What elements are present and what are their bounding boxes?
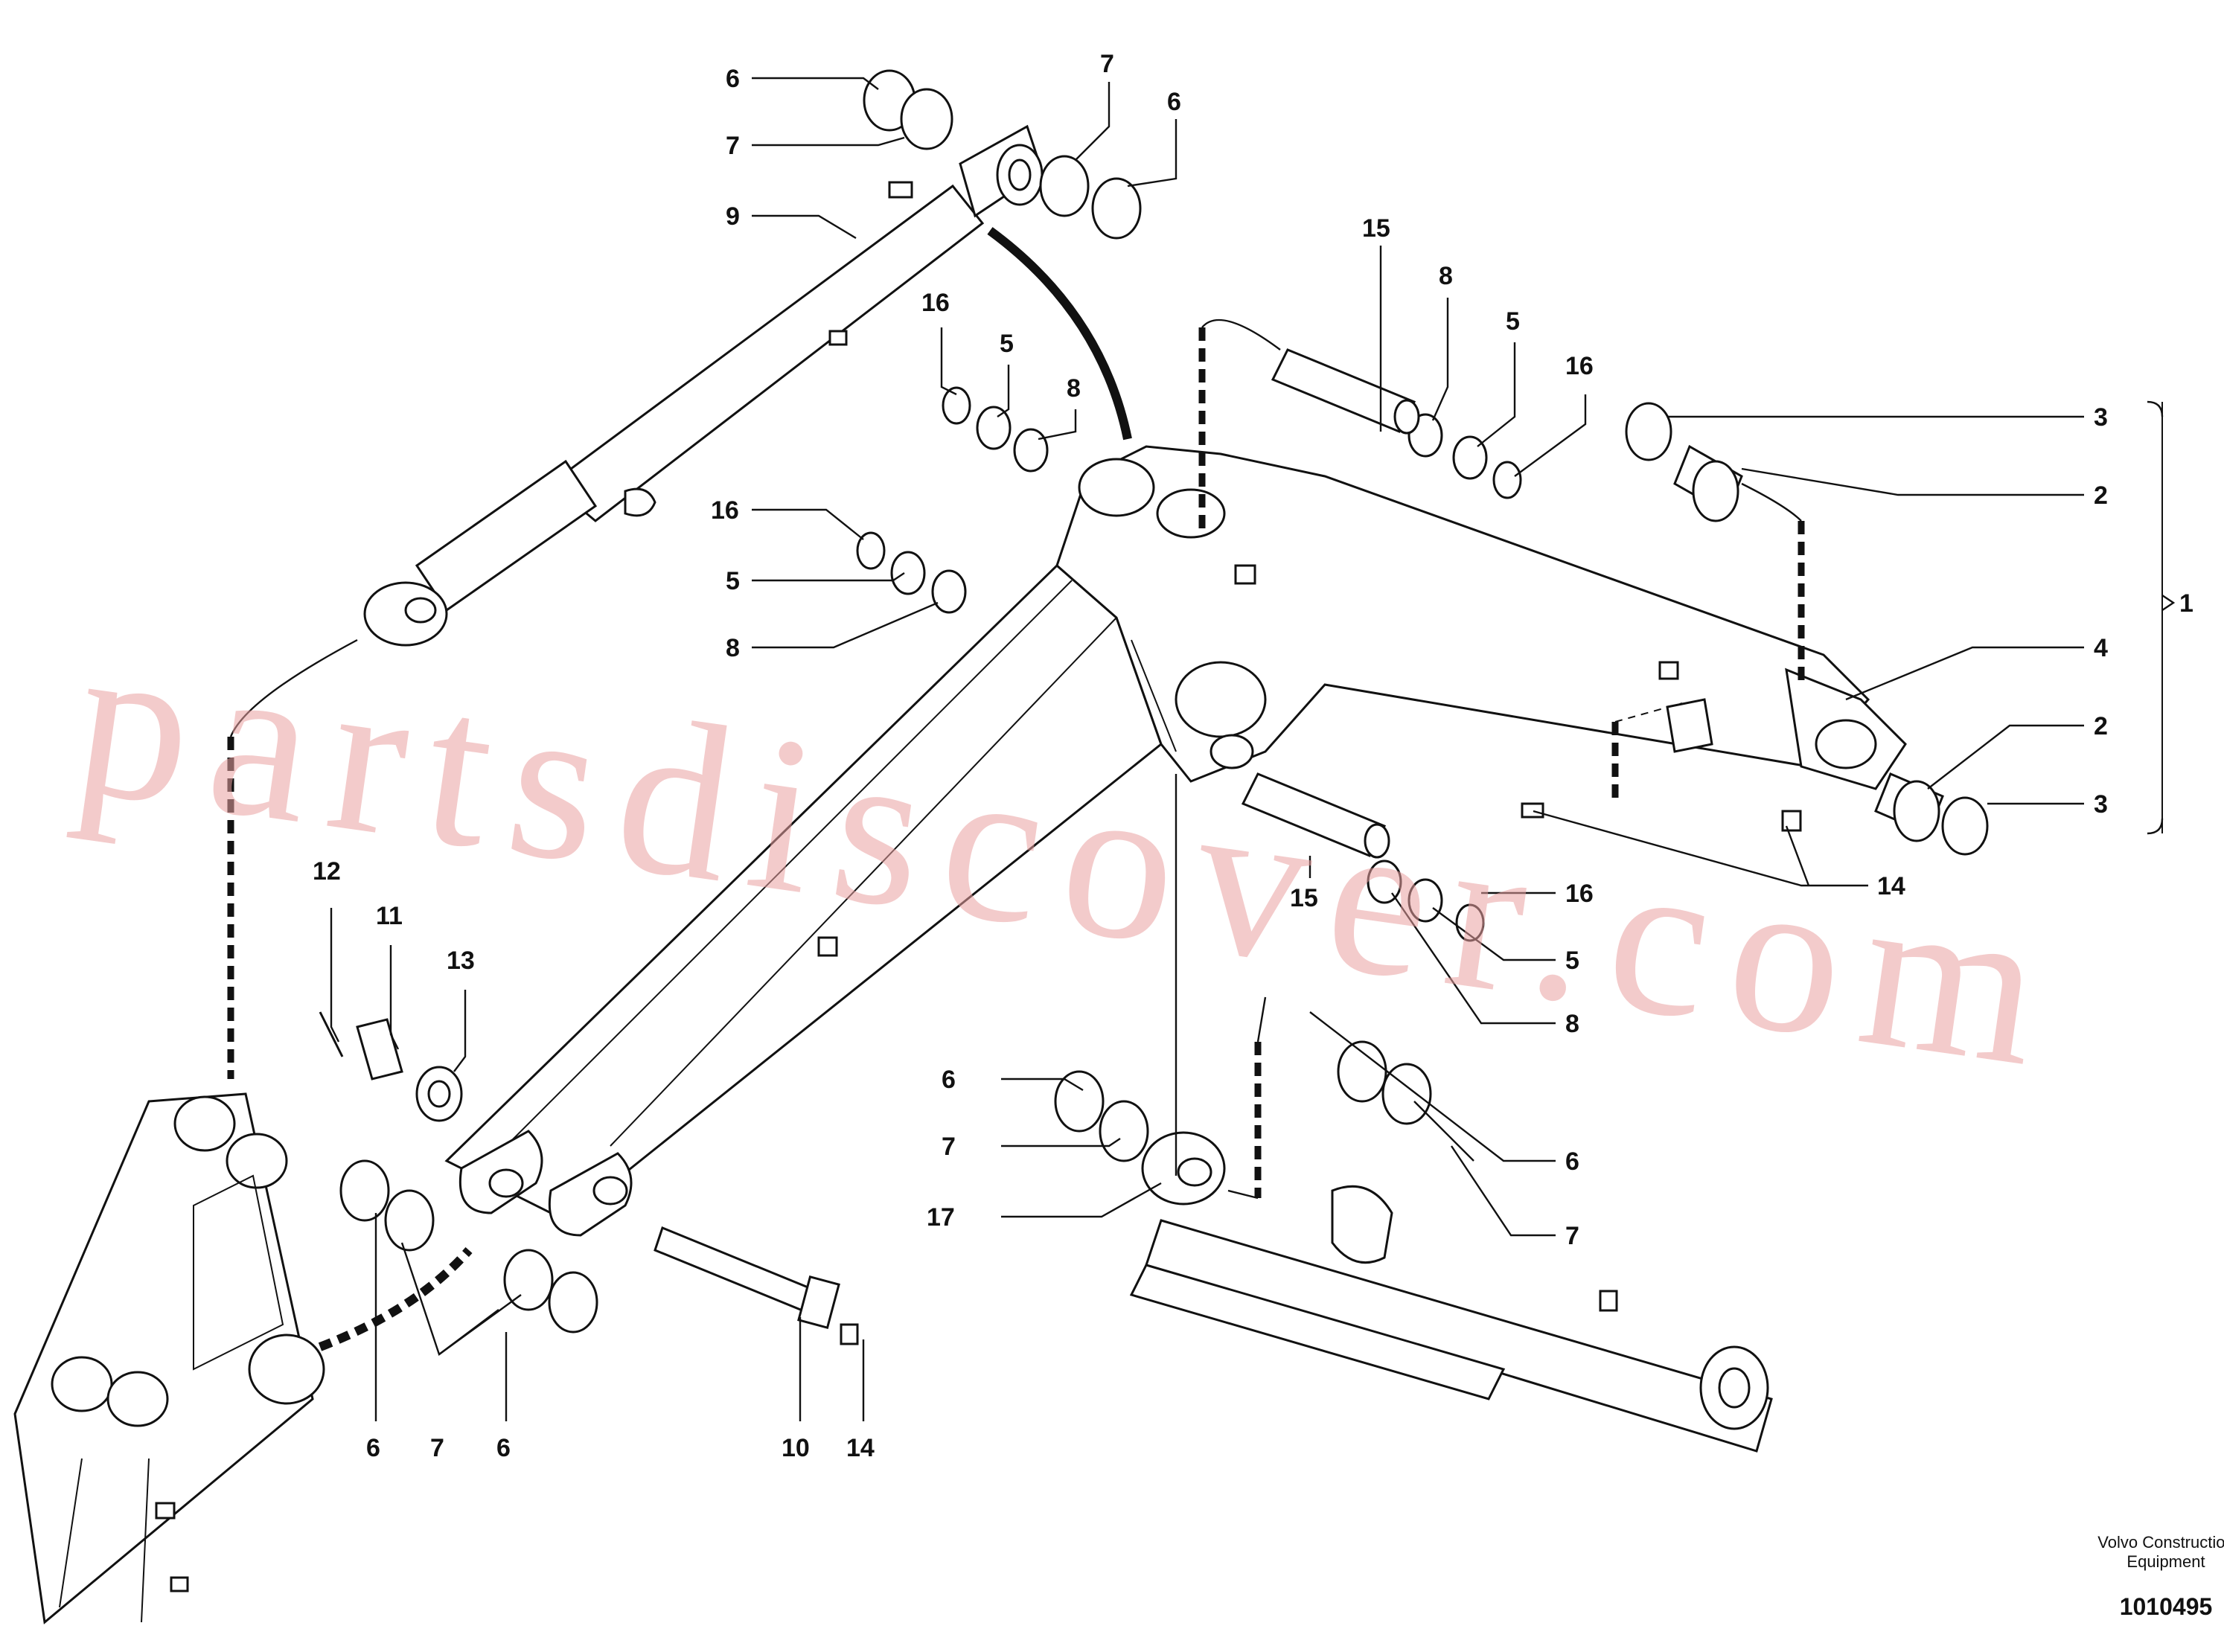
- brand-line-1: Volvo Construction: [2097, 1533, 2224, 1552]
- callout-label: 13: [447, 947, 475, 975]
- brand-line-2: Equipment: [2126, 1552, 2205, 1571]
- callout-label: 3: [2094, 403, 2108, 432]
- callout-label: 2: [2094, 712, 2108, 740]
- callout-label: 2: [2094, 481, 2108, 510]
- callout-label: 1: [2179, 589, 2193, 618]
- callout-label: 7: [1565, 1222, 1579, 1250]
- callout-label: 6: [366, 1434, 380, 1462]
- callout-label: 15: [1362, 214, 1390, 243]
- callout-label: 8: [1439, 262, 1453, 290]
- callout-label: 7: [942, 1133, 956, 1161]
- callout-label: 16: [1565, 880, 1594, 908]
- callout-label: 8: [1067, 374, 1081, 403]
- callout-label: 6: [1565, 1147, 1579, 1176]
- callout-label: 4: [2094, 634, 2108, 662]
- callout-label: 6: [1167, 88, 1181, 116]
- callout-label: 16: [711, 496, 739, 525]
- arm: [13, 1092, 325, 1624]
- callout-label: 12: [313, 857, 341, 886]
- callout-labels: 6 7 9 7 6 16 5 8 16 5 8 15 8 5 16 3 2 1 …: [313, 50, 2193, 1462]
- callout-label: 6: [942, 1066, 956, 1094]
- callout-label: 9: [726, 202, 740, 231]
- drawing-number: 1010495: [2120, 1593, 2213, 1620]
- callout-label: 5: [1000, 330, 1014, 358]
- callout-label: 16: [1565, 352, 1594, 380]
- callout-label: 6: [496, 1434, 511, 1462]
- callout-label: 5: [1506, 307, 1520, 336]
- callout-label: 5: [1565, 947, 1579, 975]
- callout-label: 6: [726, 65, 740, 93]
- washers: [339, 69, 1989, 1334]
- boom-cylinder-upper: [363, 124, 1044, 647]
- callout-label: 17: [927, 1203, 955, 1232]
- bushings-and-pins: [319, 348, 1944, 1345]
- callout-label: 10: [782, 1434, 810, 1462]
- callout-label: 8: [1565, 1010, 1579, 1038]
- callout-label: 5: [726, 567, 740, 595]
- boom: [444, 445, 1907, 1237]
- callout-label: 8: [726, 634, 740, 662]
- callout-label: 3: [2094, 790, 2108, 819]
- callout-label: 16: [921, 289, 950, 317]
- connector-lines: [227, 227, 1805, 1351]
- callout-label: 14: [846, 1434, 875, 1462]
- callout-label: 7: [726, 132, 740, 160]
- callout-label: 14: [1877, 872, 1905, 900]
- boom-cylinder-lower: [1129, 1131, 1773, 1453]
- callout-label: 7: [1100, 50, 1114, 78]
- callout-label: 15: [1290, 884, 1318, 912]
- callout-label: 11: [376, 902, 403, 930]
- leader-lines: [330, 77, 2176, 1421]
- callout-label: 7: [430, 1434, 444, 1462]
